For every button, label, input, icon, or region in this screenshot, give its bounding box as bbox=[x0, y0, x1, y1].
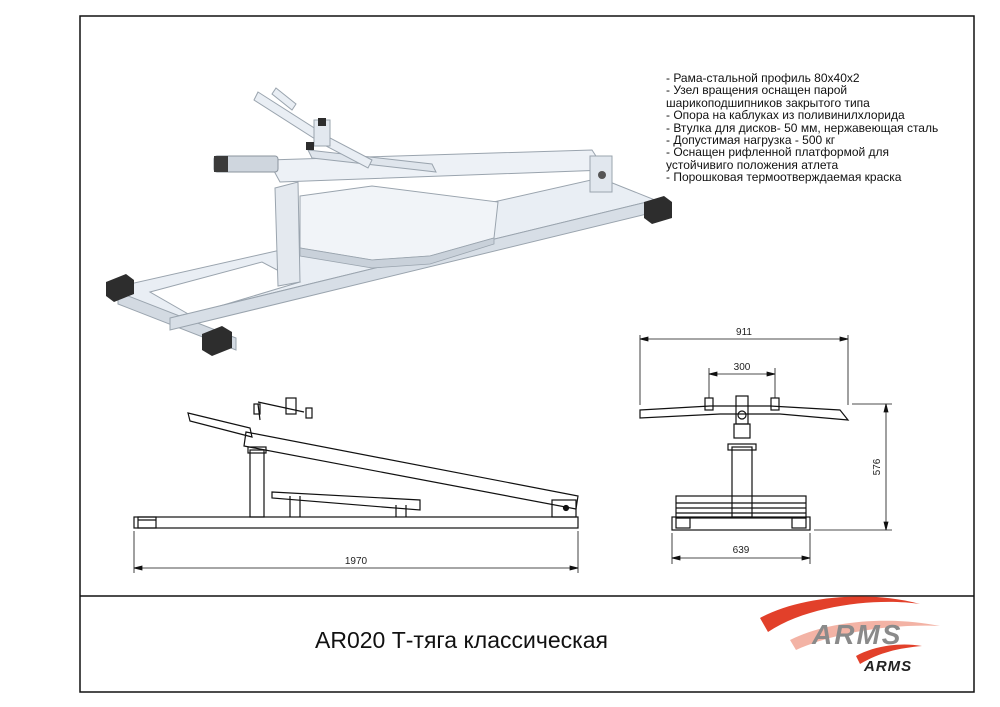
side-view-dimension bbox=[133, 531, 579, 573]
front-view-drawing bbox=[639, 395, 850, 531]
dimension-height: 576 bbox=[872, 458, 883, 475]
spec-item: - Рама-стальной профиль 80х40х2 bbox=[666, 71, 860, 85]
spec-item: устойчивиго положения атлета bbox=[666, 157, 839, 172]
dimension-base-width: 639 bbox=[733, 545, 750, 556]
spec-item: - Допустимая нагрузка - 500 кг bbox=[666, 133, 836, 148]
machine-3d-render bbox=[106, 87, 672, 356]
dimension-width-top: 911 bbox=[736, 327, 752, 338]
spec-item: - Опора на каблуках из поливинилхлорида bbox=[666, 108, 905, 123]
logo-wordmark-top: ARMS bbox=[811, 619, 902, 650]
spec-item: - Оснащен рифленной платформой для bbox=[666, 145, 890, 160]
dimension-length: 1970 bbox=[345, 556, 368, 567]
logo-swoosh-icon bbox=[760, 596, 920, 632]
product-title: AR020 Т-тяга классическая bbox=[315, 627, 608, 653]
spec-item: - Втулка для дисков- 50 мм, нержавеющая … bbox=[666, 120, 939, 135]
spec-item: - Узел вращения оснащен парой bbox=[666, 83, 848, 98]
logo-wordmark-bottom: ARMS bbox=[863, 658, 912, 675]
dimension-grip-spacing: 300 bbox=[734, 362, 751, 373]
side-view-drawing bbox=[133, 397, 579, 529]
spec-list: - Рама-стальной профиль 80х40х2 - Узел в… bbox=[666, 72, 966, 184]
spec-item: - Порошковая термоотверждаемая краска bbox=[666, 170, 902, 185]
arms-logo: ARMS ARMS bbox=[760, 596, 940, 675]
spec-item: шарикоподшипников закрытого типа bbox=[666, 95, 870, 110]
sheet-border bbox=[79, 15, 975, 693]
front-view-dimensions bbox=[639, 335, 892, 564]
